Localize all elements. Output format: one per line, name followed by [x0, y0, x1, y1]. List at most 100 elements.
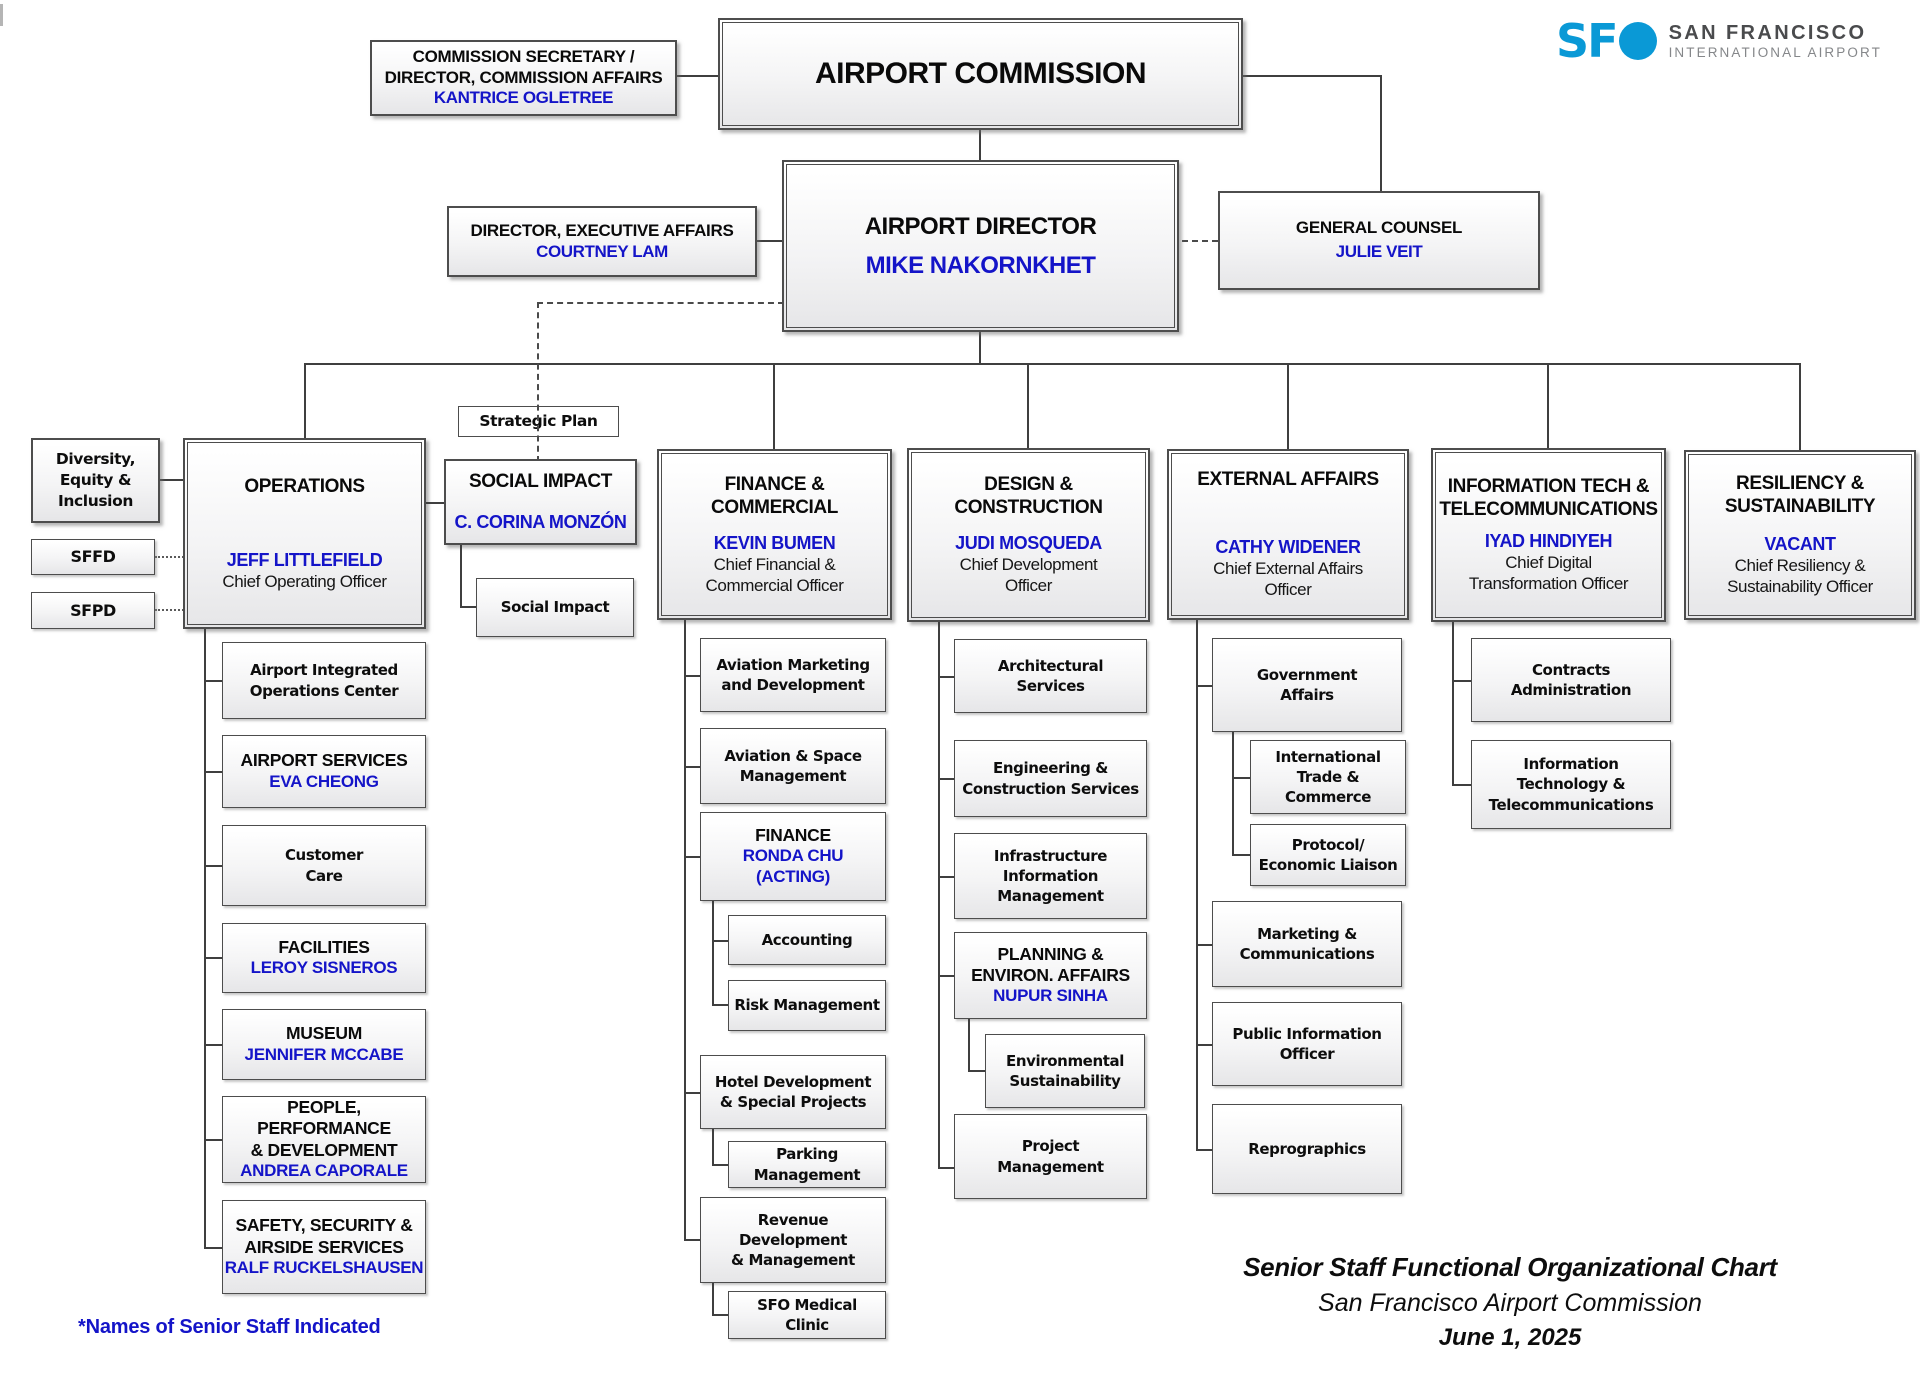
- airport-commission-box: AIRPORT COMMISSION: [718, 18, 1243, 130]
- facilities-header: FACILITIES: [278, 936, 370, 957]
- airport-commission-title: AIRPORT COMMISSION: [814, 56, 1147, 90]
- connector: [684, 675, 701, 677]
- connector: [712, 1314, 729, 1316]
- sfo-logo-icon: SF: [1556, 14, 1657, 68]
- ext-child-protocol: Protocol/ Economic Liaison: [1250, 824, 1406, 886]
- commission-secretary-box: COMMISSION SECRETARY / DIRECTOR, COMMISS…: [370, 40, 677, 116]
- engineering-construction-label: Engineering & Construction Services: [962, 759, 1139, 798]
- connector: [677, 75, 718, 77]
- connector: [757, 240, 782, 242]
- resiliency-role: Chief Resiliency & Sustainability Office…: [1727, 556, 1873, 597]
- fin-child-accounting: Accounting: [728, 915, 886, 965]
- connector: [979, 130, 981, 160]
- sfo-logo-circle-icon: [1618, 22, 1657, 60]
- connector: [773, 363, 775, 450]
- director-executive-affairs-title: DIRECTOR, EXECUTIVE AFFAIRS: [470, 220, 734, 240]
- external-header: EXTERNAL AFFAIRS: [1197, 469, 1379, 491]
- connector: [712, 901, 714, 1006]
- sfo-logo-subname: INTERNATIONAL AIRPORT: [1668, 44, 1882, 60]
- division-social-impact: SOCIAL IMPACT C. CORINA MONZÓN: [444, 459, 637, 545]
- chart-subtitle: San Francisco Airport Commission: [1318, 1289, 1702, 1317]
- connector-dotted: [155, 609, 184, 611]
- connector: [1232, 777, 1251, 779]
- connector: [204, 680, 223, 682]
- connector: [204, 1139, 223, 1141]
- ext-child-marketing: Marketing & Communications: [1212, 901, 1402, 987]
- fin-child-parking: Parking Management: [728, 1141, 886, 1188]
- social-impact-sub-label: Social Impact: [500, 598, 610, 617]
- it-child-it-telecom: Information Technology & Telecommunicati…: [1471, 740, 1671, 829]
- connector-dashed: [1182, 240, 1218, 242]
- planning-environ-name: NUPUR SINHA: [993, 986, 1108, 1006]
- contracts-administration-label: Contracts Administration: [1510, 660, 1632, 699]
- fin-child-sfo-medical: SFO Medical Clinic: [728, 1291, 886, 1339]
- connector: [1232, 732, 1234, 856]
- connector: [204, 771, 223, 773]
- connector: [204, 957, 223, 959]
- resiliency-name: VACANT: [1764, 534, 1836, 555]
- museum-header: MUSEUM: [286, 1023, 362, 1044]
- connector: [1380, 75, 1382, 193]
- fin-child-aviation-marketing: Aviation Marketing and Development: [700, 638, 886, 712]
- people-performance-name: ANDREA CAPORALE: [240, 1161, 408, 1181]
- connector: [304, 363, 306, 439]
- connector: [1243, 75, 1382, 77]
- connector: [460, 606, 477, 608]
- ops-child-aioc-label: Airport Integrated Operations Center: [249, 661, 399, 700]
- operations-role: Chief Operating Officer: [222, 571, 387, 591]
- parking-management-label: Parking Management: [753, 1145, 861, 1184]
- finance-dept-header: FINANCE: [755, 825, 831, 846]
- airport-director-box: AIRPORT DIRECTOR MIKE NAKORNKHET: [782, 160, 1179, 332]
- director-executive-affairs-name: COURTNEY LAM: [536, 241, 668, 261]
- connector: [204, 865, 223, 867]
- ops-child-museum: MUSEUM JENNIFER MCCABE: [222, 1009, 426, 1080]
- connector: [1287, 363, 1289, 450]
- protocol-economic-label: Protocol/ Economic Liaison: [1258, 835, 1398, 874]
- ops-child-customer-care: Customer Care: [222, 825, 426, 906]
- connector: [1196, 685, 1213, 687]
- connector: [979, 332, 981, 364]
- chart-date: June 1, 2025: [1438, 1324, 1582, 1351]
- des-child-project-mgmt: Project Management: [954, 1114, 1147, 1199]
- it-header: INFORMATION TECH & TELECOMMUNICATIONS: [1439, 476, 1658, 521]
- sfo-medical-clinic-label: SFO Medical Clinic: [757, 1295, 857, 1334]
- aviation-marketing-label: Aviation Marketing and Development: [716, 655, 870, 694]
- connector: [712, 1164, 729, 1166]
- operations-name: JEFF LITTLEFIELD: [226, 549, 383, 570]
- fin-child-risk: Risk Management: [728, 980, 886, 1031]
- connector: [1027, 363, 1029, 449]
- connector: [1452, 680, 1472, 682]
- sfo-logo-wordmark: SAN FRANCISCO INTERNATIONAL AIRPORT: [1669, 22, 1882, 61]
- general-counsel-title: GENERAL COUNSEL: [1295, 218, 1463, 238]
- architectural-services-label: Architectural Services: [997, 656, 1104, 695]
- director-executive-affairs-box: DIRECTOR, EXECUTIVE AFFAIRS COURTNEY LAM: [447, 206, 757, 277]
- accounting-label: Accounting: [761, 930, 853, 949]
- marketing-communications-label: Marketing & Communications: [1239, 924, 1375, 963]
- connector: [684, 766, 701, 768]
- connector: [460, 545, 462, 608]
- connector: [938, 622, 940, 1169]
- connector: [684, 856, 701, 858]
- sfo-logo-name: SAN FRANCISCO: [1668, 21, 1867, 44]
- finance-header: FINANCE & COMMERCIAL: [711, 473, 838, 518]
- people-performance-header: PEOPLE, PERFORMANCE & DEVELOPMENT: [250, 1097, 398, 1160]
- airport-services-name: EVA CHEONG: [269, 771, 379, 791]
- finance-role: Chief Financial & Commercial Officer: [705, 554, 844, 595]
- it-role: Chief Digital Transformation Officer: [1468, 553, 1629, 594]
- sfpd-box: SFPD: [31, 592, 155, 629]
- public-information-label: Public Information Officer: [1232, 1024, 1382, 1063]
- division-it: INFORMATION TECH & TELECOMMUNICATIONS IY…: [1431, 448, 1666, 622]
- museum-name: JENNIFER MCCABE: [244, 1044, 404, 1064]
- connector-dotted: [155, 556, 184, 558]
- connector: [204, 1044, 223, 1046]
- social-impact-header: SOCIAL IMPACT: [469, 471, 612, 493]
- connector: [938, 778, 955, 780]
- connector-dashed: [537, 302, 784, 304]
- connector: [1799, 363, 1801, 451]
- connector: [304, 363, 1801, 365]
- des-child-env-sustainability: Environmental Sustainability: [985, 1034, 1145, 1108]
- sfo-logo-letters: SF: [1556, 14, 1619, 68]
- des-child-infrastructure: Infrastructure Information Management: [954, 833, 1147, 919]
- connector: [1232, 854, 1251, 856]
